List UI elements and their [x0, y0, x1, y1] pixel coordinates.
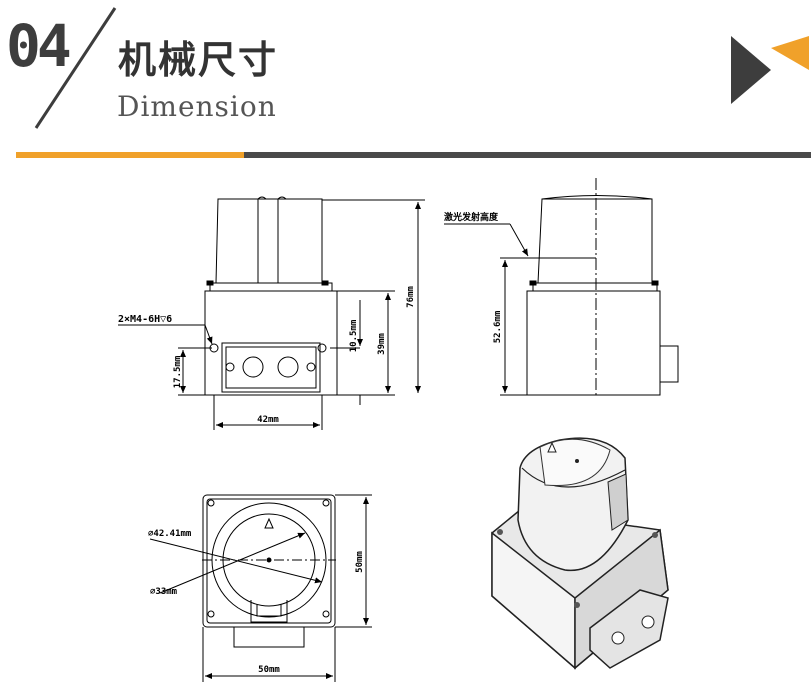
- width-holes-label: 42mm: [257, 415, 279, 425]
- height-bottom-label: 17.5mm: [173, 355, 183, 388]
- side-view: [444, 178, 679, 396]
- section-number: 04: [6, 12, 72, 80]
- top-height-label: 50mm: [355, 551, 365, 573]
- height-total-label: 76mm: [406, 286, 416, 308]
- front-cap: [215, 198, 323, 284]
- connector-port-icon: [242, 356, 264, 378]
- connector-plate: [221, 342, 321, 393]
- lidar-3d-render-icon: [491, 437, 669, 670]
- top-connector: [233, 626, 305, 648]
- slash-decoration: [34, 7, 117, 129]
- side-body: [526, 290, 661, 396]
- mount-hole-icon: [317, 343, 327, 353]
- height-body-label: 39mm: [377, 333, 387, 355]
- section-title: 机械尺寸: [118, 38, 279, 82]
- front-view: [118, 196, 425, 430]
- hole-spec-label: 2×M4-6H▽6: [118, 314, 172, 325]
- diameter-inner-label: ⌀33mm: [150, 587, 178, 597]
- divider-bar: [244, 152, 811, 158]
- diameter-outer-label: ⌀42.41mm: [148, 529, 192, 539]
- height-hole-label: 10.5mm: [349, 319, 359, 352]
- dimension-drawing: 2×M4-6H▽6 42mm 76mm 39mm 10.5mm 17.5mm 激…: [118, 178, 679, 682]
- top-view: [149, 494, 372, 682]
- section-header: 04 机械尺寸 Dimension: [0, 0, 811, 160]
- front-collar: [209, 282, 333, 292]
- side-connector: [659, 345, 679, 383]
- arrow-decoration-icon: [731, 36, 809, 104]
- section-subtitle: Dimension: [117, 90, 277, 123]
- direction-arrow-icon: [264, 517, 274, 529]
- laser-height-value: 52.6mm: [493, 310, 503, 343]
- divider-accent: [16, 152, 244, 158]
- front-body: [204, 290, 338, 396]
- connector-port-icon: [277, 356, 299, 378]
- side-cap: [537, 198, 653, 284]
- top-width-label: 50mm: [258, 665, 280, 675]
- laser-height-title: 激光发射高度: [444, 211, 499, 223]
